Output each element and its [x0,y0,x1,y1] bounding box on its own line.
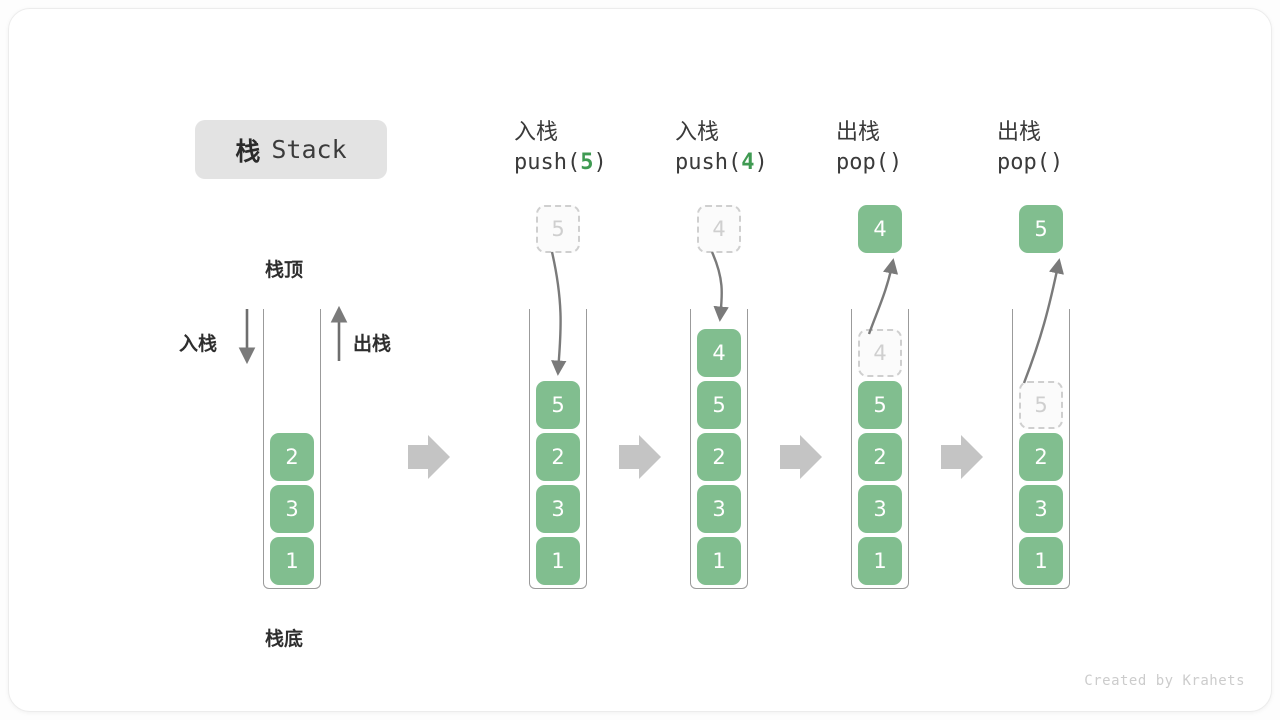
operation-argument: 5 [580,150,594,175]
operation-signature-suffix: ) [1049,150,1064,175]
operation-signature: pop() [836,147,902,179]
floating-element-push-5: 5 [536,205,580,253]
stack-container-pop-4 [851,309,909,589]
push-side-label: 入栈 [179,334,218,355]
stack-top-label: 栈顶 [265,260,304,281]
operation-name-cn: 入栈 [514,119,559,144]
operation-argument: 4 [741,150,755,175]
stack-cell: 1 [697,537,741,585]
operation-signature-prefix: push( [675,150,742,175]
operation-name-cn: 出栈 [836,119,881,144]
diagram-title-badge: 栈 Stack [195,120,387,179]
stack-cell: 1 [858,537,902,585]
title-cn: 栈 [235,137,262,166]
step-separator-1 [408,435,450,479]
operation-signature-suffix: ) [754,150,768,175]
stack-cell: 1 [1019,537,1063,585]
stack-container-push-5 [529,309,587,589]
floating-element-pop-4: 4 [858,205,902,253]
stack-bottom-label: 栈底 [265,629,304,650]
operation-label-push-4: 入栈 push(4) [675,117,768,179]
stack-cell: 5 [697,381,741,429]
stack-cell: 4 [697,329,741,377]
step-separator-3 [780,435,822,479]
operation-name-cn: 出栈 [997,119,1042,144]
stack-cell: 3 [270,485,314,533]
operation-signature: push(5) [514,147,607,179]
stack-cell: 3 [697,485,741,533]
operation-signature-prefix: push( [514,150,581,175]
stack-container-initial [263,309,321,589]
pop-side-label: 出栈 [353,334,392,355]
operation-signature: push(4) [675,147,768,179]
operation-signature-prefix: pop( [997,150,1050,175]
stack-cell: 2 [1019,433,1063,481]
floating-element-pop-5: 5 [1019,205,1063,253]
stack-cell: 4 [858,329,902,377]
step-separator-4 [941,435,983,479]
stack-cell: 3 [536,485,580,533]
footer-credit: Created by Krahets [1084,673,1245,689]
stack-container-push-4 [690,309,748,589]
step-separator-2 [619,435,661,479]
operation-signature-suffix: ) [593,150,607,175]
operation-label-pop-4: 出栈 pop() [836,117,902,179]
operation-name-cn: 入栈 [675,119,720,144]
stack-cell: 2 [270,433,314,481]
stack-cell: 2 [697,433,741,481]
stack-cell: 2 [536,433,580,481]
operation-label-pop-5: 出栈 pop() [997,117,1063,179]
floating-element-push-4: 4 [697,205,741,253]
arrow-overlay [238,251,1064,479]
operation-signature-prefix: pop( [836,150,889,175]
stack-cell: 1 [536,537,580,585]
stack-container-pop-5 [1012,309,1070,589]
operation-signature-suffix: ) [888,150,903,175]
operation-label-push-5: 入栈 push(5) [514,117,607,179]
operation-signature: pop() [997,147,1063,179]
stack-cell: 5 [536,381,580,429]
stack-cell: 2 [858,433,902,481]
title-en: Stack [271,135,347,164]
stack-cell: 3 [858,485,902,533]
stack-cell: 5 [858,381,902,429]
stack-cell: 5 [1019,381,1063,429]
stack-cell: 1 [270,537,314,585]
stack-cell: 3 [1019,485,1063,533]
